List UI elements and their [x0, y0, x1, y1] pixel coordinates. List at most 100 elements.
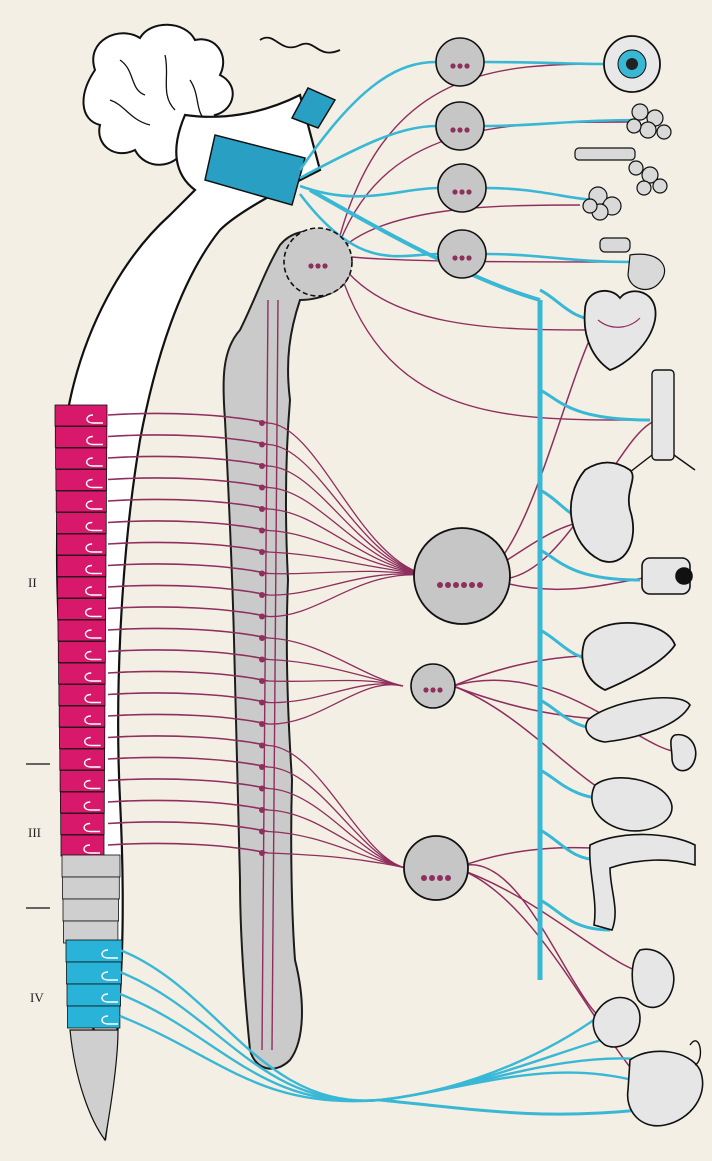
trunk-neuron: [259, 614, 265, 620]
postganglionic-fiber: [456, 868, 660, 1090]
neuron-body: [453, 582, 459, 588]
trunk-neuron: [259, 786, 265, 792]
spinal-segment: [63, 877, 120, 899]
eye-icon: [604, 36, 660, 92]
heart-icon: [585, 291, 656, 370]
spinal-segment: [63, 899, 119, 921]
neuron-body: [452, 255, 457, 260]
trunk-neuron: [259, 635, 265, 641]
trunk-neuron: [259, 592, 265, 598]
trunk-neuron: [259, 807, 265, 813]
cranial-postganglionic-fiber: [486, 254, 630, 262]
trunk-neuron: [259, 528, 265, 534]
bladder-icon: [593, 998, 640, 1047]
trunk-neuron: [259, 743, 265, 749]
trunk-neuron: [259, 657, 265, 663]
trunk-neuron: [259, 442, 265, 448]
spinal-segment: [62, 855, 120, 877]
cranial-postganglionic-fiber: [484, 120, 636, 126]
lumbar-segments: [62, 855, 120, 943]
neuron-body: [445, 875, 451, 881]
superior-cervical-ganglion: [284, 228, 352, 296]
neuron-body: [457, 63, 462, 68]
trunk-neuron: [259, 678, 265, 684]
trunk-neuron: [259, 463, 265, 469]
small-intestine-icon: [592, 778, 672, 831]
splanchnic-fiber: [268, 574, 432, 595]
pelvic-splanchnic-fiber: [120, 1016, 665, 1101]
splanchnic-fiber: [268, 552, 432, 576]
neuron-body: [445, 582, 451, 588]
neuron-body: [437, 582, 443, 588]
trunk-neuron: [259, 571, 265, 577]
vagus-branch: [540, 390, 650, 420]
neuron-body: [466, 255, 471, 260]
colon-icon: [590, 834, 695, 930]
neuron-body: [430, 687, 435, 692]
neuron-body: [322, 263, 327, 268]
sympathetic-trunk: [224, 231, 351, 1069]
pterygopalatine-ganglion: [436, 102, 484, 150]
parotid-gland-icon: [600, 238, 665, 289]
neuron-body: [469, 582, 475, 588]
neuron-body: [423, 687, 428, 692]
trunk-neuron: [259, 764, 265, 770]
neuron-body: [464, 63, 469, 68]
neuron-body: [459, 255, 464, 260]
region-label-2: II: [28, 575, 37, 591]
celiac-ganglion: [414, 528, 510, 624]
inferior-mesenteric-ganglion: [404, 836, 468, 900]
neuron-body: [461, 582, 467, 588]
trunk-neuron: [259, 850, 265, 856]
neuron-body: [459, 189, 464, 194]
splanchnic-fiber: [268, 466, 432, 576]
neuron-body: [429, 875, 435, 881]
neuron-body: [437, 875, 443, 881]
neuron-body: [450, 63, 455, 68]
neuron-body: [464, 127, 469, 132]
lacrimal-gland-icon: [627, 104, 671, 139]
trunk-neuron: [259, 506, 265, 512]
coccygeal-segment: [70, 1030, 118, 1140]
cranial-postganglionic-fiber: [484, 62, 604, 64]
stomach-icon: [571, 463, 633, 562]
trunk-neuron: [259, 420, 265, 426]
adrenal-icon: [642, 558, 692, 594]
kidney-icon: [671, 735, 696, 771]
otic-ganglion: [438, 230, 486, 278]
pelvic-splanchnic-fiber: [120, 994, 650, 1101]
neuron-body: [308, 263, 313, 268]
ciliary-ganglion: [436, 38, 484, 86]
neuron-body: [457, 127, 462, 132]
liver-icon: [582, 623, 675, 690]
trunk-neuron: [259, 829, 265, 835]
region-label-4: IV: [30, 990, 44, 1006]
neuron-body: [452, 189, 457, 194]
neuron-body: [315, 263, 320, 268]
neuron-body: [466, 189, 471, 194]
superior-mesenteric-ganglion: [411, 664, 455, 708]
trunk-neuron: [259, 721, 265, 727]
pelvic-splanchnic-fiber: [120, 950, 620, 1101]
thoracolumbar-segments: [55, 405, 107, 856]
trunk-neuron: [259, 485, 265, 491]
salivary-gland-icon: [583, 161, 667, 220]
submandibular-ganglion: [438, 164, 486, 212]
genital-organs-icon: [628, 1041, 703, 1126]
sacral-segments: [66, 940, 122, 1140]
rectum-icon: [632, 949, 674, 1007]
region-label-3: III: [28, 825, 41, 841]
neuron-body: [421, 875, 427, 881]
larynx-icon: [575, 148, 635, 160]
cranial-postganglionic-fiber: [486, 188, 600, 200]
splanchnic-fiber: [268, 445, 432, 577]
neuron-body: [477, 582, 483, 588]
splanchnic-fiber: [268, 509, 432, 576]
trunk-neuron: [259, 700, 265, 706]
trunk-neuron: [259, 549, 265, 555]
neuron-body: [450, 127, 455, 132]
pelvic-plexus-fiber: [380, 1100, 640, 1114]
neuron-body: [437, 687, 442, 692]
